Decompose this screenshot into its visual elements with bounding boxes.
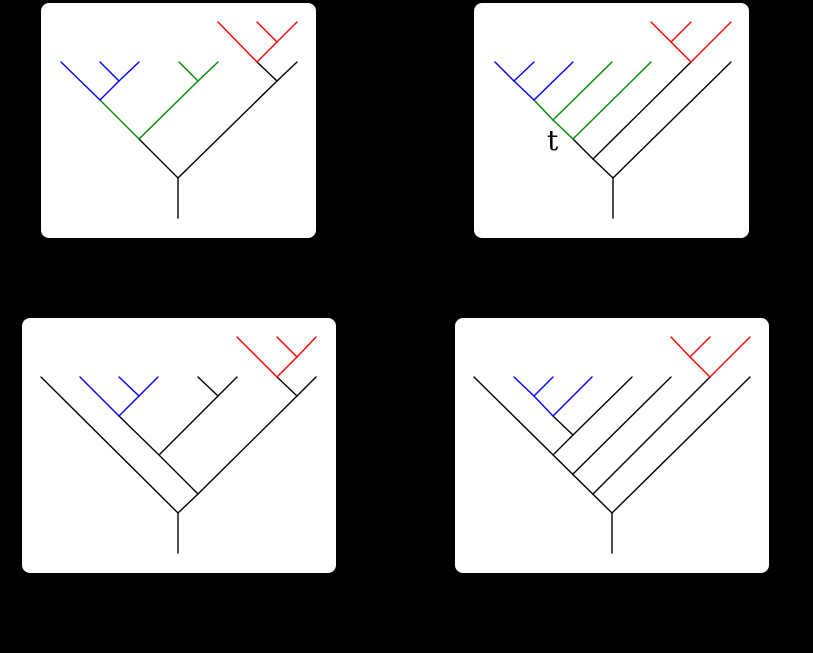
tree-bottom-right xyxy=(473,336,751,554)
branch-black xyxy=(158,454,199,495)
branch-black xyxy=(197,395,298,495)
branch-black xyxy=(592,61,692,160)
branch-blue xyxy=(552,376,593,417)
branch-blue xyxy=(138,376,159,397)
branch-blue xyxy=(99,61,120,82)
branch-red xyxy=(276,356,298,378)
branch-black xyxy=(296,376,317,397)
branch-black xyxy=(572,376,672,475)
branch-red xyxy=(256,21,278,43)
branch-red xyxy=(689,336,711,358)
tree-top-right: t xyxy=(494,21,732,219)
branch-green xyxy=(533,99,554,121)
branch-black xyxy=(276,376,298,397)
branch-black xyxy=(552,415,574,436)
branch-green xyxy=(138,80,199,140)
branch-green xyxy=(197,61,219,82)
branch-red xyxy=(276,336,298,358)
branch-black xyxy=(612,61,732,179)
branch-blue xyxy=(494,61,515,82)
branch-blue xyxy=(533,395,554,417)
branch-blue xyxy=(118,395,140,417)
branch-black xyxy=(118,415,160,456)
branch-blue xyxy=(118,376,140,397)
branch-green xyxy=(572,61,652,140)
branch-black xyxy=(473,376,613,514)
branch-red xyxy=(296,336,317,358)
branch-black xyxy=(572,376,633,436)
branch-black xyxy=(158,395,219,456)
branch-blue xyxy=(513,80,535,101)
branch-red xyxy=(690,21,732,63)
branch-black xyxy=(276,61,298,82)
branch-blue xyxy=(513,61,535,82)
branch-black xyxy=(611,376,751,514)
branch-green xyxy=(552,61,613,121)
branch-red xyxy=(670,336,691,358)
branch-blue xyxy=(79,376,120,417)
branch-red xyxy=(709,336,751,378)
branch-red xyxy=(689,356,711,378)
branch-black xyxy=(177,80,278,179)
branch-red xyxy=(276,21,298,43)
tree-top-left xyxy=(60,21,298,219)
panel-tree-top-right xyxy=(474,3,749,238)
branch-green xyxy=(99,99,140,140)
branch-red xyxy=(217,21,258,63)
branch-green xyxy=(178,61,199,82)
tree-bottom-left xyxy=(40,336,317,554)
branch-black xyxy=(552,434,574,456)
branch-black xyxy=(177,493,199,514)
branch-green xyxy=(552,119,574,140)
branch-blue xyxy=(118,61,140,82)
branch-red xyxy=(236,336,278,378)
branch-blue xyxy=(60,61,101,101)
branch-red xyxy=(670,21,692,43)
branch-black xyxy=(592,158,614,179)
branch-black xyxy=(138,138,179,179)
branch-black xyxy=(592,376,711,495)
branch-red xyxy=(650,21,672,43)
panel-tree-bottom-left xyxy=(22,318,336,573)
branch-black xyxy=(217,376,238,397)
branch-blue xyxy=(513,376,535,397)
node-label-t: t xyxy=(547,124,559,157)
branch-black xyxy=(197,376,219,397)
branch-blue xyxy=(533,376,554,397)
branch-blue xyxy=(533,61,574,101)
branch-blue xyxy=(99,80,120,101)
branch-red xyxy=(256,41,278,63)
branch-red xyxy=(670,41,692,63)
branch-black xyxy=(256,61,278,82)
branch-black xyxy=(572,138,594,160)
branch-black xyxy=(40,376,179,514)
